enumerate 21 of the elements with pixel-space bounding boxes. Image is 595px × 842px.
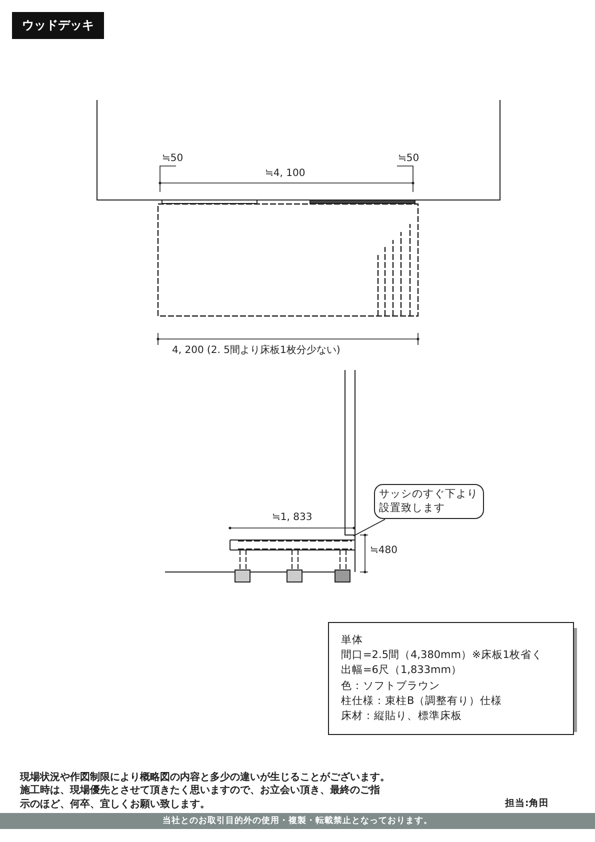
footer-bar: 当社とのお取引目的外の使用・複製・転載禁止となっております。 [0,813,595,829]
dimension-label: ≒480 [370,545,398,556]
dimension-label: ≒1, 833 [272,512,312,523]
spec-line: 単体 [341,633,364,648]
dimension-label: ≒50 [162,153,184,164]
spec-line: 間口=2.5間（4,380mm）※床板1枚省く [341,648,544,664]
dimension-label: 4, 200 (2. 5間より床板1枚分少ない) [172,344,340,357]
leader-line [352,518,386,536]
dimension-label: ≒50 [398,153,420,164]
title-tag: ウッドデッキ [12,12,104,39]
note-text: 現場状況や作図制限により概略図の内容と多少の違いが生じることがございます。 [20,770,390,784]
note-text: 施工時は、現場優先とさせて頂きたく思いますので、お立会い頂き、最終のご指示のほど、何卒、宜しくお願い致します。 [20,784,380,812]
callout-bubble [374,484,484,520]
spec-line: 色：ソフトブラウン [341,678,441,694]
callout-text: サッシのすぐ下より設置致します [379,488,479,516]
spec-line: 出幅=6尺（1,833mm） [341,663,463,678]
spec-box [328,622,574,736]
dimension-label: ≒4, 100 [265,168,306,179]
staff-name: 担当:角田 [505,797,549,810]
spec-line: 床材：縦貼り、標準床板 [341,709,463,724]
spec-line: 柱仕様：束柱B（調整有り）仕様 [341,694,504,709]
